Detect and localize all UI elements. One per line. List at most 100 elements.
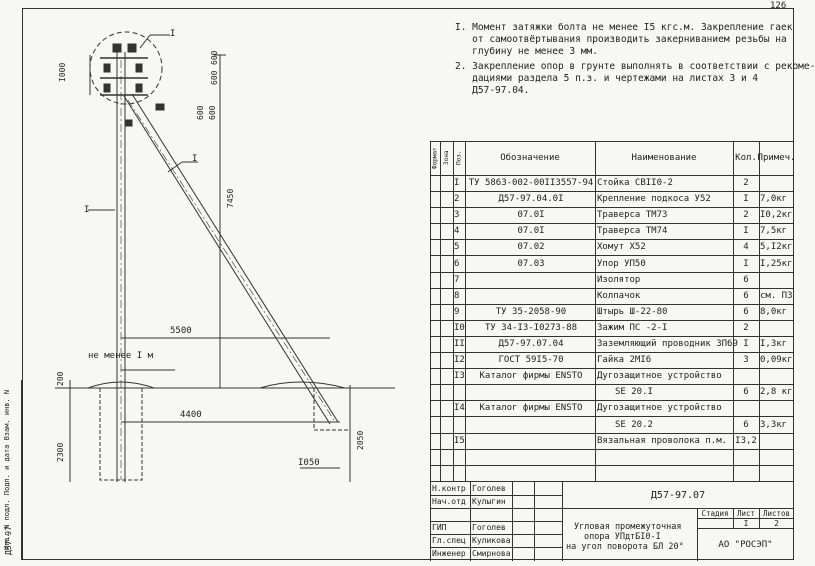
spec-qty xyxy=(733,449,759,465)
role-label: Инженер xyxy=(432,549,466,558)
spec-note: 2,8 кг xyxy=(760,387,793,398)
spec-pos: 8 xyxy=(454,290,460,301)
sheet-label: Лист xyxy=(736,508,756,518)
pit-strut xyxy=(313,388,351,431)
drawing-title: Угловая промежуточная опора УПдтБI0-I на… xyxy=(566,522,684,552)
spec-name: Штырь Ш-22-80 xyxy=(597,306,668,317)
title-block: Н.контр Гоголев Нач.отд Кулыгин ГИП Гого… xyxy=(430,481,794,561)
dimension-label: 4400 xyxy=(180,410,202,420)
spec-name: Упор УП50 xyxy=(597,258,646,269)
spec-note xyxy=(760,272,794,288)
spec-note xyxy=(760,465,794,481)
header-format: Формат xyxy=(431,147,439,169)
spec-pos: 2 xyxy=(454,194,460,205)
spec-name: Хомут Х52 xyxy=(597,242,646,253)
spec-designation xyxy=(467,465,595,481)
spec-name: Гайка 2МI6 xyxy=(597,355,652,366)
header-designation: Обозначение xyxy=(500,153,560,163)
soil-mound xyxy=(259,381,346,389)
role-label: Гл.спец xyxy=(432,536,466,545)
header-qty: Кол. xyxy=(735,153,757,163)
callout-leader xyxy=(167,161,183,173)
spec-pos: 3 xyxy=(454,210,460,221)
spec-qty: 6 xyxy=(743,290,749,301)
spec-note: I0,2кг xyxy=(760,210,793,221)
spec-designation: Д57-97.07.04 xyxy=(498,339,564,350)
spec-note: 0,09кг xyxy=(760,355,793,366)
spec-row xyxy=(430,465,794,482)
spec-qty: I3,2 xyxy=(735,435,757,446)
dimension-label: I050 xyxy=(298,458,320,468)
spec-name: Крепление подкоса У52 xyxy=(597,194,711,205)
spec-qty xyxy=(733,465,759,481)
sheet-frame xyxy=(22,8,794,560)
dimension-label: 600 xyxy=(208,105,217,120)
spec-designation: ТУ 5863-002-00II3557-94 xyxy=(468,178,594,189)
callout-leader xyxy=(139,34,151,49)
signer-name: Гоголев xyxy=(472,484,506,493)
header-name: Наименование xyxy=(631,153,697,163)
spec-pos: 4 xyxy=(454,226,460,237)
note-line: Д57-97.04. xyxy=(455,85,530,96)
spec-name xyxy=(597,465,733,481)
spec-designation xyxy=(467,288,595,304)
spec-name: Траверса ТМ73 xyxy=(597,210,668,221)
spec-note: 7,0кг xyxy=(760,194,788,205)
spec-qty: 2 xyxy=(743,210,749,221)
spec-pos: 5 xyxy=(454,242,460,253)
spec-designation xyxy=(467,384,595,400)
spec-qty: 3 xyxy=(743,355,749,366)
spec-name: Зажим ПС -2-I xyxy=(597,322,668,333)
role-label: Н.контр xyxy=(432,484,466,493)
spec-note xyxy=(760,449,794,465)
spec-note: I,25кг xyxy=(760,258,793,269)
spec-designation xyxy=(467,417,595,433)
spec-pos: 6 xyxy=(454,258,460,269)
spec-qty: 4 xyxy=(743,242,749,253)
sheets-label: Листов xyxy=(762,508,791,518)
dimension-label: I000 xyxy=(58,62,67,82)
note-line: I. Момент затяжки болта не менее I5 кгс.… xyxy=(455,22,793,33)
note-line: 2. Закрепление опор в грунте выполнять в… xyxy=(455,61,815,72)
insulator xyxy=(112,43,122,53)
spec-qty xyxy=(733,400,759,416)
spec-name: Изолятор xyxy=(597,274,641,285)
sheets-value: 2 xyxy=(774,518,779,528)
spec-table: Формат Зона Поз. Обозначение Наименовани… xyxy=(430,141,795,482)
dimension-label: 600 xyxy=(210,50,219,65)
insulator xyxy=(127,43,137,53)
spec-qty xyxy=(733,368,759,384)
role-label: ГИП xyxy=(432,523,447,532)
spec-designation: 07.0I xyxy=(517,210,545,221)
spec-designation: Д57-97.04.0I xyxy=(498,194,564,205)
strut-right-edge xyxy=(131,93,339,423)
dimension-label: 600 xyxy=(210,70,219,85)
insulator xyxy=(103,83,111,93)
spec-pos: I xyxy=(454,178,460,189)
spec-designation: Каталог фирмы ENSTO xyxy=(479,403,583,414)
insulator xyxy=(135,63,143,73)
spec-note xyxy=(760,400,794,416)
spec-pos: 7 xyxy=(454,274,460,285)
spec-row xyxy=(430,449,794,466)
dimension-label: 7450 xyxy=(226,188,235,208)
title-line: опора УПдтБI0-I xyxy=(584,532,661,542)
detail-circle xyxy=(89,31,163,105)
stage-value xyxy=(697,518,733,528)
spec-qty: 2 xyxy=(743,322,749,333)
spec-note: 3,3кг xyxy=(760,419,788,430)
spec-qty: 6 xyxy=(743,274,749,285)
dimension-label: 600 xyxy=(196,105,205,120)
dimension-label: 2300 xyxy=(56,442,65,462)
header-zone: Зона xyxy=(443,150,450,166)
page-number: 126 xyxy=(770,1,787,11)
header-pos: Поз. xyxy=(455,150,463,166)
spec-note: 8,0кг xyxy=(760,306,788,317)
